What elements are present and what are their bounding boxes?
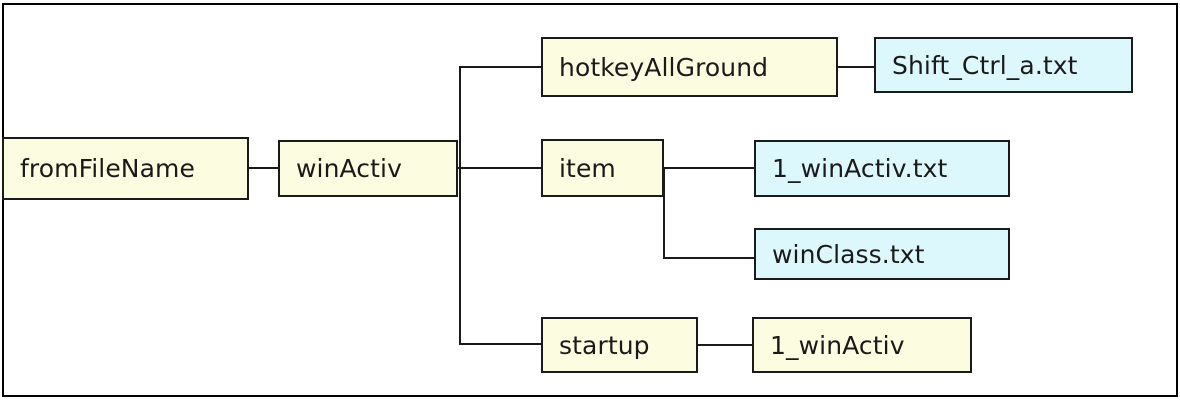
edge-trunk-startup bbox=[459, 343, 543, 345]
node-shift-ctrl-a-txt[interactable]: Shift_Ctrl_a.txt bbox=[874, 37, 1133, 93]
node-winactiv[interactable]: winActiv bbox=[278, 140, 458, 197]
edge-trunk-hotkeyallground bbox=[459, 66, 543, 68]
edge-item-trunk bbox=[663, 167, 665, 259]
edge-item-1winactivtxt bbox=[663, 167, 756, 169]
node-hotkeyallground[interactable]: hotkeyAllGround bbox=[541, 37, 838, 97]
edge-trunk-item bbox=[459, 167, 543, 169]
edge-hotkeyallground-shiftctrl bbox=[836, 66, 876, 68]
node-winclass-txt[interactable]: winClass.txt bbox=[754, 228, 1010, 280]
edge-winactiv-trunk bbox=[459, 67, 461, 345]
node-1-winactiv[interactable]: 1_winActiv bbox=[752, 317, 972, 373]
node-1-winactiv-txt[interactable]: 1_winActiv.txt bbox=[754, 140, 1010, 197]
edge-fromfilename-winactiv bbox=[249, 167, 279, 169]
edge-startup-1winactiv bbox=[696, 344, 754, 346]
node-startup[interactable]: startup bbox=[541, 317, 698, 373]
edge-item-winclasstxt bbox=[663, 257, 756, 259]
node-item[interactable]: item bbox=[541, 139, 664, 197]
node-fromfilename[interactable]: fromFileName bbox=[2, 137, 249, 200]
